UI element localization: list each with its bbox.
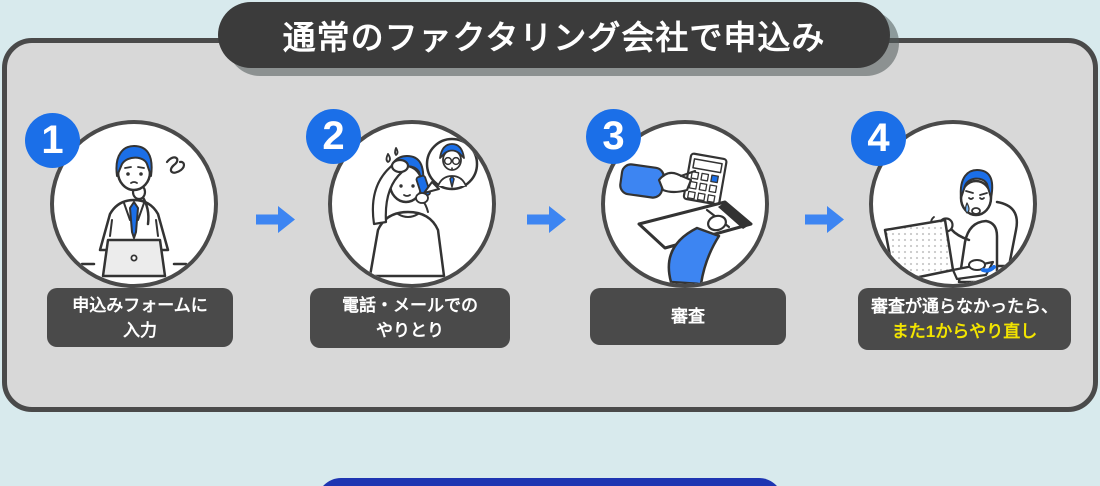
step-4-label-line1: 審査が通らなかったら、: [871, 297, 1058, 316]
step-number: 3: [602, 114, 625, 158]
step-1-label-line2: 入力: [123, 320, 157, 340]
step-number: 2: [322, 114, 345, 158]
right-arrow-icon: [527, 206, 566, 233]
person-on-phone-illustration: [328, 120, 496, 288]
step-3-label-line1: 審査: [671, 307, 705, 326]
page-title: 通常のファクタリング会社で申込み: [282, 19, 826, 56]
right-arrow-icon: [805, 206, 844, 233]
next-section-banner-partial: [317, 478, 783, 486]
step-4-label-line2-highlighted: また1からやり直し: [891, 322, 1038, 341]
step-2-number-badge: 2: [306, 109, 361, 164]
step-1-label-line1: 申込みフォームに: [72, 295, 208, 315]
step-number: 1: [41, 118, 64, 162]
step-2-label-line2: やりとり: [376, 321, 444, 340]
step-4-number-badge: 4: [851, 111, 906, 166]
step-4-label: 審査が通らなかったら、 また1からやり直し: [858, 288, 1071, 350]
step-3-label: 審査: [590, 288, 786, 345]
step-3-number-badge: 3: [586, 109, 641, 164]
step-1-label: 申込みフォームに 入力: [47, 288, 233, 347]
step-2-label: 電話・メールでの やりとり: [310, 288, 510, 348]
step-number: 4: [867, 116, 890, 160]
right-arrow-icon: [256, 206, 295, 233]
step-2-label-line1: 電話・メールでの: [342, 296, 478, 315]
step-1-number-badge: 1: [25, 113, 80, 168]
title-banner: 通常のファクタリング会社で申込み: [218, 2, 890, 68]
